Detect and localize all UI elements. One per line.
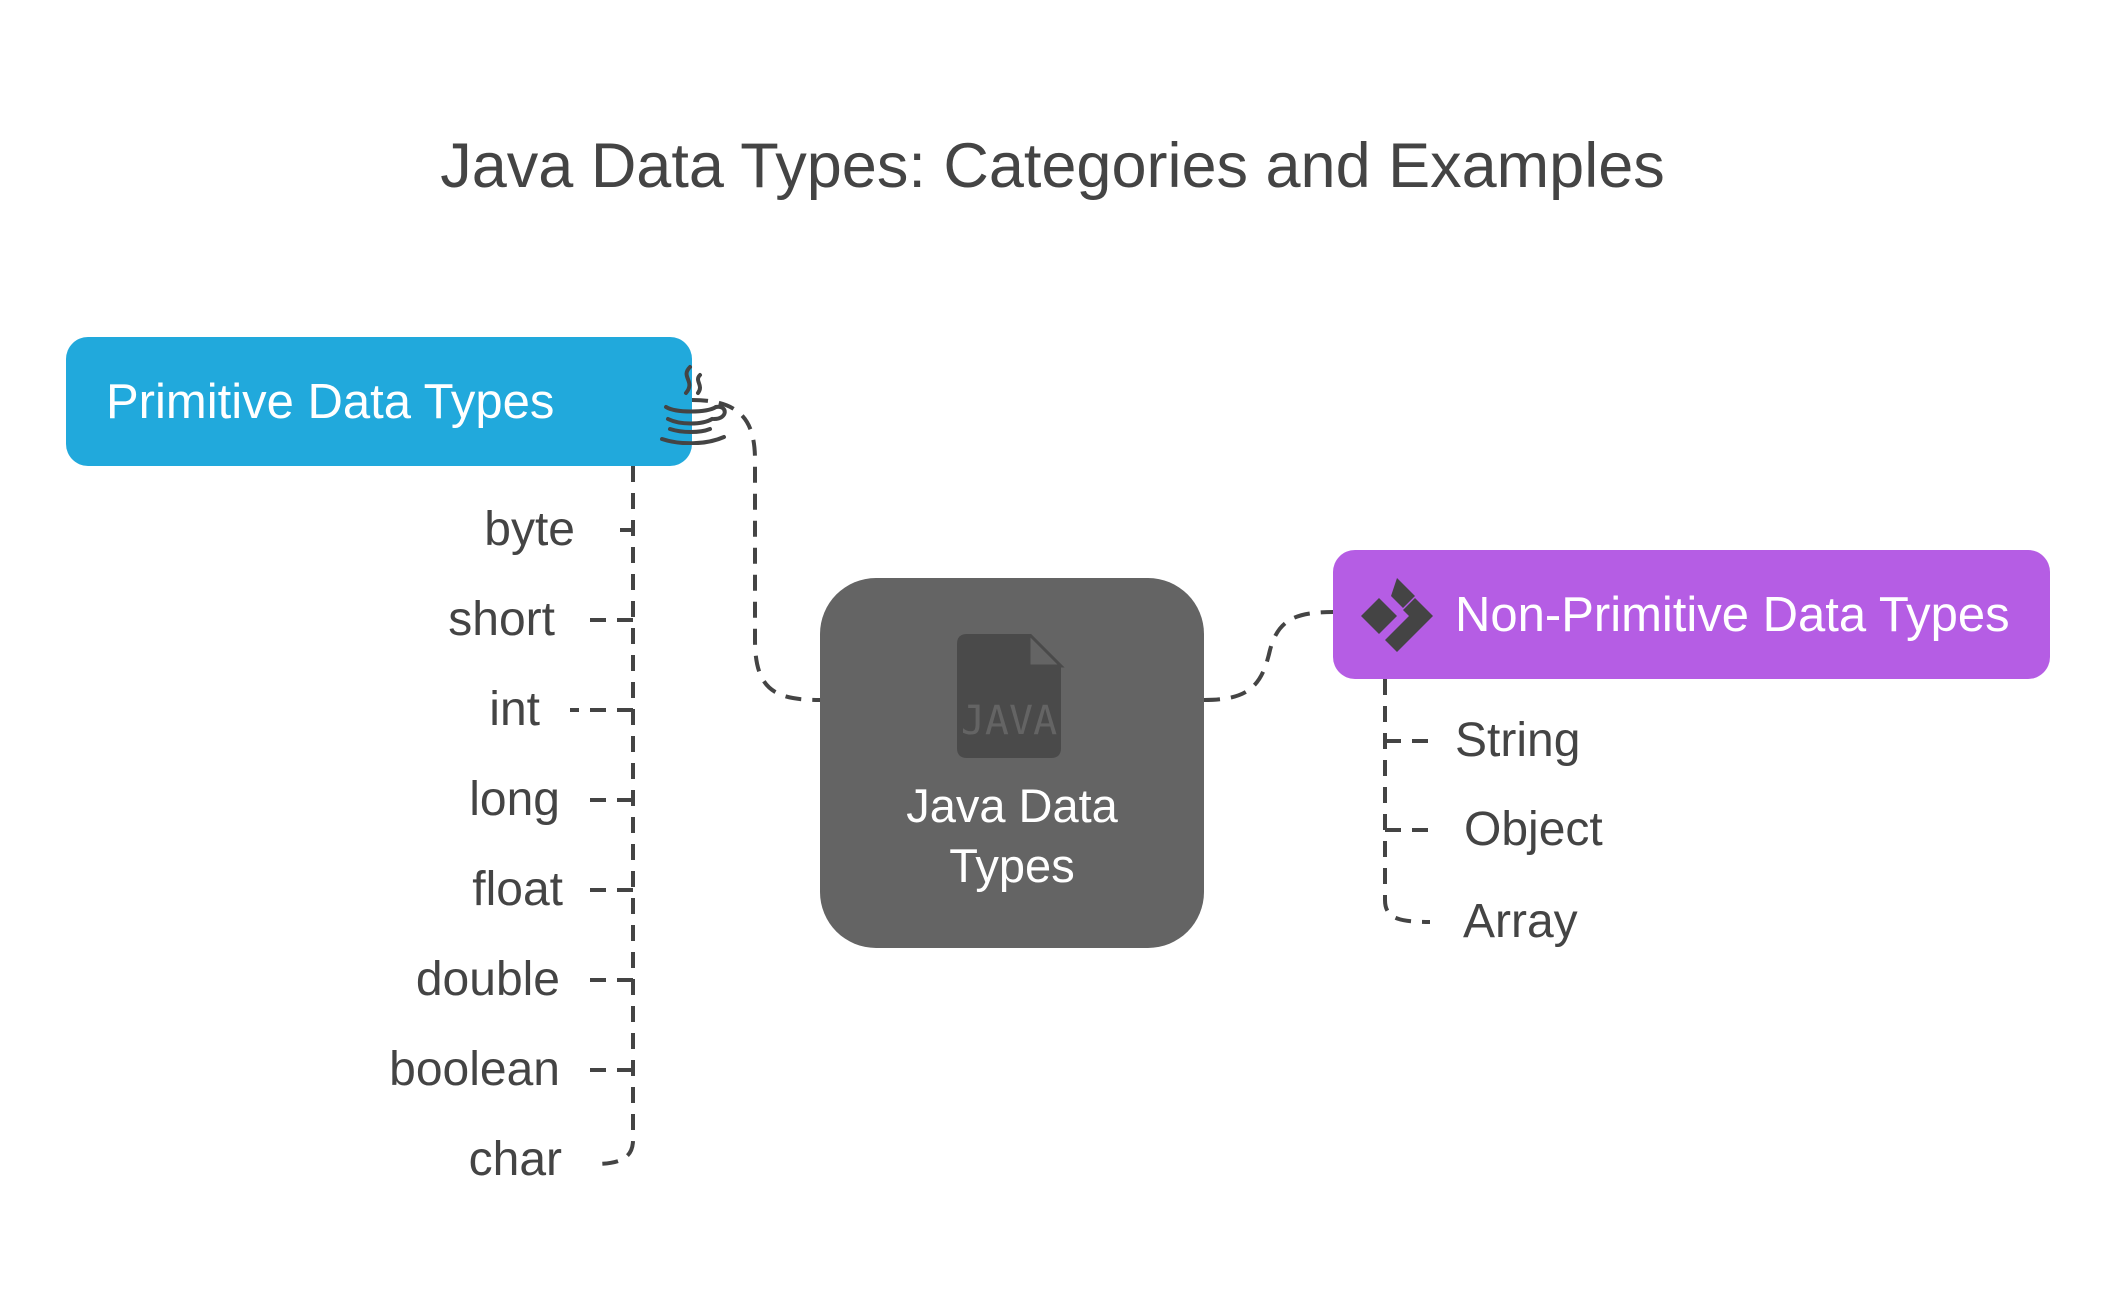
non-primitive-data-types-node: Non-Primitive Data Types: [1333, 550, 2050, 679]
primitive-spine: [594, 466, 635, 1166]
java-data-types-node: JAVA Java Data Types: [820, 578, 1204, 948]
java-file-icon: JAVA: [957, 634, 1065, 758]
primitive-data-types-node: Primitive Data Types: [66, 337, 727, 466]
primitive-item-double: double: [415, 953, 560, 1006]
diamond-code-icon: [1361, 578, 1433, 652]
connector-center-nonprimitive: [1203, 610, 1334, 702]
non-primitive-item-array: Array: [1463, 895, 1578, 948]
primitive-item-long: long: [469, 773, 560, 826]
nonprimitive-spine: [1383, 679, 1431, 924]
primitive-item-boolean: boolean: [389, 1043, 560, 1096]
primitive-item-int: int: [489, 683, 540, 736]
non-primitive-item-string: String: [1455, 714, 1581, 767]
primitive-item-short: short: [448, 593, 555, 646]
java-coffee-cup-icon: [660, 365, 727, 445]
java-data-types-label: Java Data Types: [906, 779, 1118, 892]
primitive-item-char: char: [468, 1133, 562, 1186]
non-primitive-item-object: Object: [1464, 803, 1603, 856]
primitive-data-types-label: Primitive Data Types: [106, 374, 555, 429]
non-primitive-data-types-label: Non-Primitive Data Types: [1455, 587, 2010, 642]
svg-text:JAVA: JAVA: [961, 698, 1057, 744]
primitive-item-byte: byte: [484, 503, 575, 556]
primitive-item-float: float: [472, 863, 563, 916]
connector-primitive-center: [691, 398, 821, 702]
diagram-title: Java Data Types: Categories and Examples: [440, 131, 1665, 201]
